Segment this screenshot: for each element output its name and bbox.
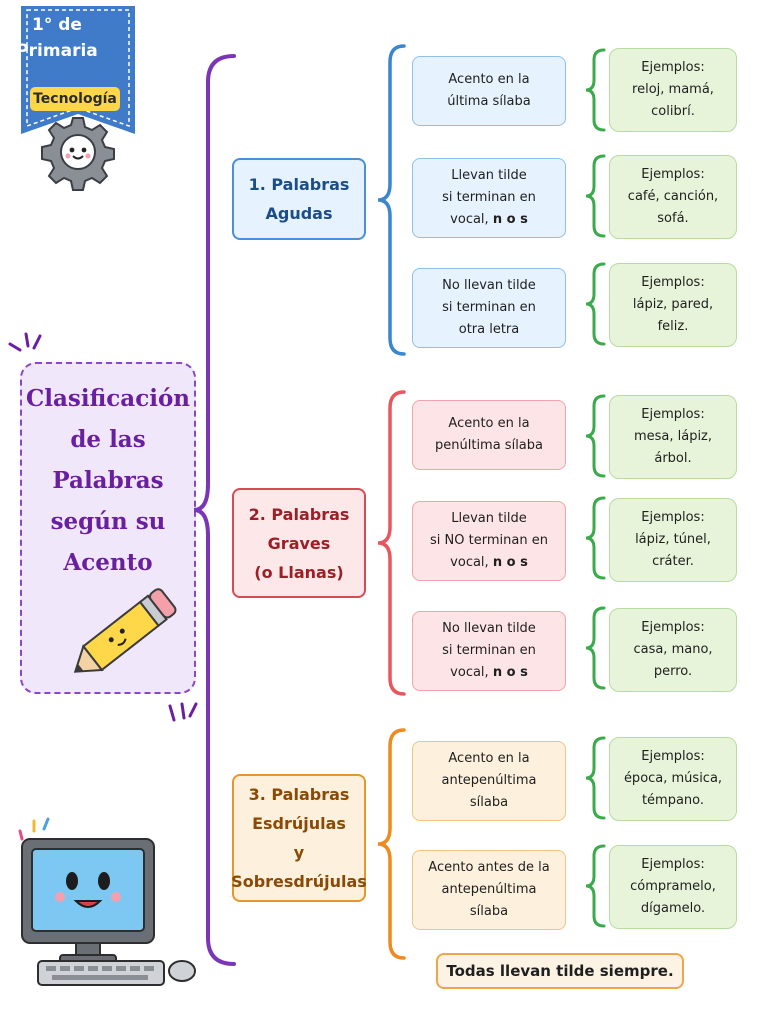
note-always-tilde: Todas llevan tilde siempre.	[436, 953, 684, 989]
example-braces-esdrujulas	[585, 736, 606, 928]
sparkle-icon	[168, 702, 198, 722]
example-braces	[585, 48, 606, 690]
examples-esdrujulas-1: Ejemplos:época, música,témpano.	[609, 737, 737, 821]
sparkle-icon	[8, 332, 42, 352]
examples-agudas-1: Ejemplos:reloj, mamá,colibrí.	[609, 48, 737, 132]
examples-graves-2: Ejemplos:lápiz, túnel,cráter.	[609, 498, 737, 582]
diagram-title: Clasificación de las Palabras según su A…	[25, 385, 191, 576]
examples-graves-3: Ejemplos:casa, mano,perro.	[609, 608, 737, 692]
examples-graves-1: Ejemplos:mesa, lápiz,árbol.	[609, 395, 737, 479]
pencil-icon	[73, 588, 177, 673]
brace-esdrujulas	[377, 728, 406, 960]
examples-esdrujulas-2: Ejemplos:cómpramelo,dígamelo.	[609, 845, 737, 929]
grade-label: 1° de Primaria	[16, 15, 98, 61]
brace-graves	[377, 390, 406, 696]
brace-agudas	[377, 44, 406, 356]
subject-label: Tecnología	[30, 87, 120, 111]
computer-icon	[18, 817, 196, 986]
examples-agudas-3: Ejemplos:lápiz, pared,feliz.	[609, 263, 737, 347]
main-brace	[193, 54, 236, 966]
gear-icon	[41, 117, 115, 191]
examples-agudas-2: Ejemplos:café, canción,sofá.	[609, 155, 737, 239]
